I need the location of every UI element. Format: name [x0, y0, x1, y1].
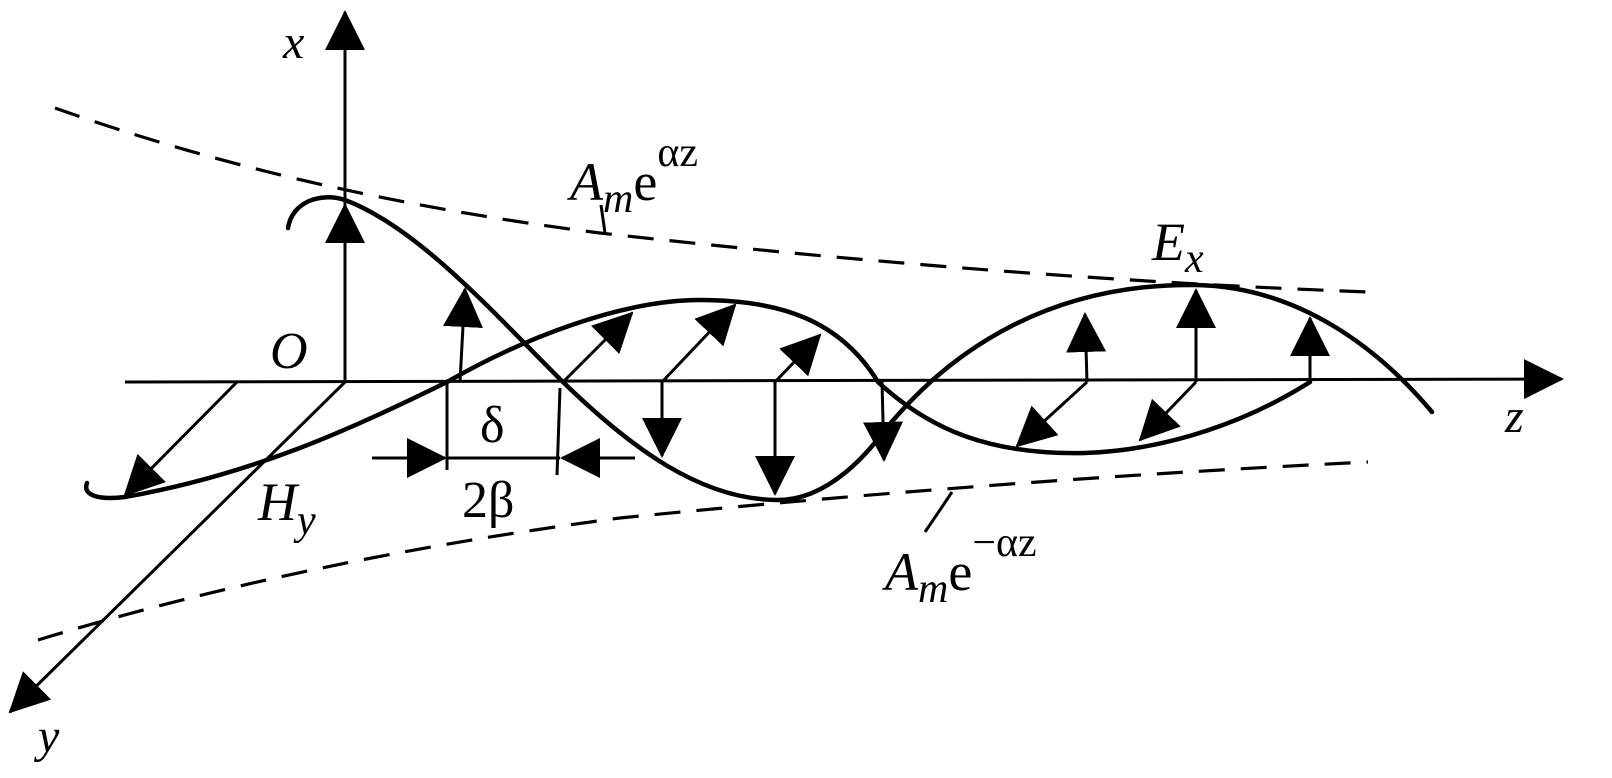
ex-label: Ex	[1151, 212, 1204, 282]
hy-label: Hy	[257, 472, 316, 544]
axes	[8, 10, 1564, 714]
ex-vector	[1066, 312, 1107, 383]
hy-wave-curve	[83, 297, 1313, 501]
hy-vector	[1138, 380, 1198, 442]
phase-tick-right	[555, 387, 562, 476]
half-wavelength-label: 2β	[462, 472, 514, 529]
z-axis	[124, 359, 1564, 400]
ex-wave-curve	[285, 195, 1435, 503]
axis-z-label: z	[1504, 390, 1524, 443]
lower-envelope-curve	[37, 460, 1369, 642]
upper-envelope-curve	[54, 106, 1369, 294]
axis-x-label: x	[282, 16, 304, 69]
upper-envelope-label: Ameαz	[567, 130, 698, 222]
ex-vector	[442, 287, 483, 383]
lower-envelope-label: Ame−αz	[882, 520, 1037, 612]
envelopes	[37, 106, 1369, 642]
hy-vector	[123, 380, 239, 497]
y-axis	[8, 380, 347, 714]
axis-y-label: y	[33, 710, 60, 763]
hy-vector	[561, 311, 634, 384]
dimension-markers	[372, 382, 635, 478]
ex-vectors	[325, 203, 1330, 496]
phase-shift-label: δ	[480, 397, 505, 454]
upper-envelope-leader	[599, 204, 607, 234]
hy-vectors	[123, 303, 1198, 497]
hy-vector	[773, 333, 822, 384]
ex-vector	[863, 381, 904, 462]
hy-vector	[1015, 380, 1089, 448]
hy-vector	[660, 303, 737, 384]
lower-envelope-leader	[923, 491, 954, 533]
origin-label: O	[270, 323, 308, 380]
